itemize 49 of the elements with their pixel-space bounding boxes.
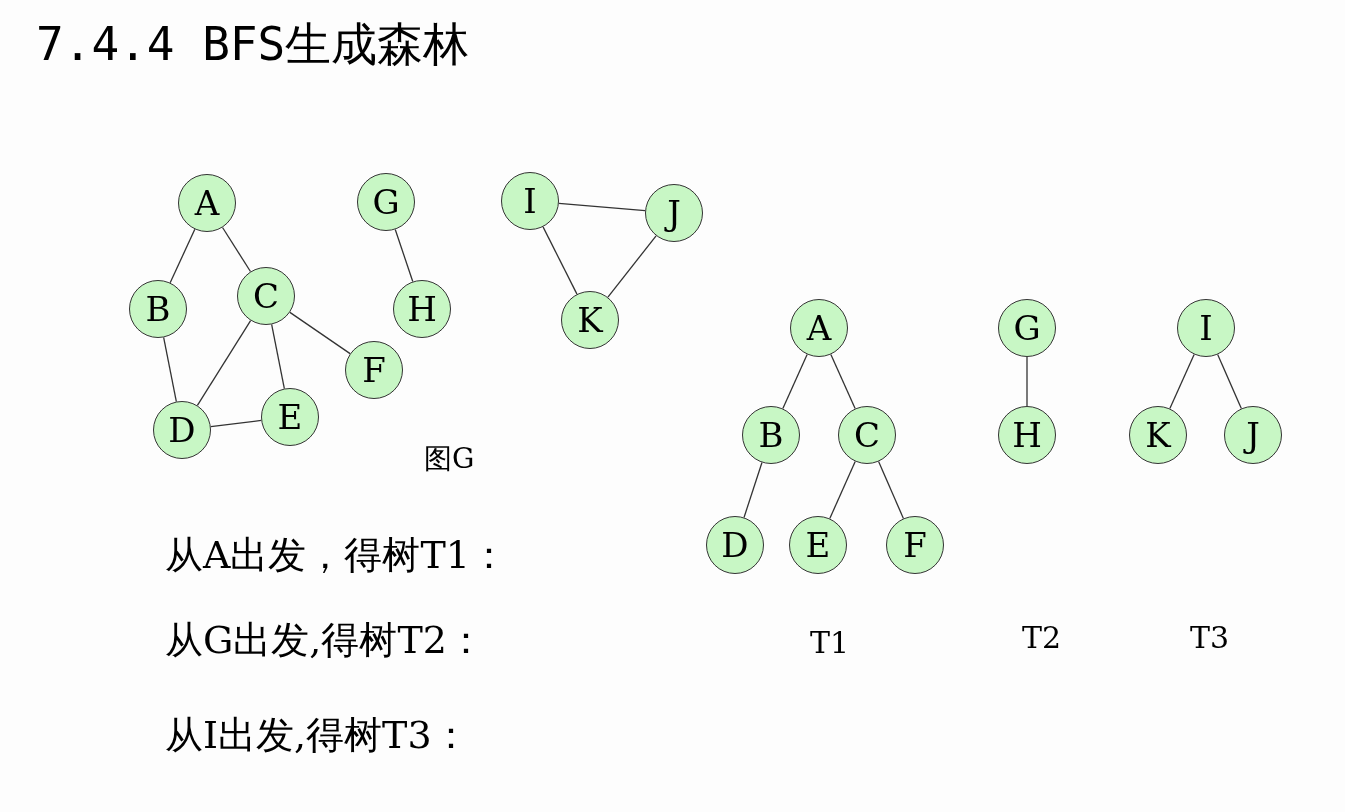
tree-label: T2 [1022, 620, 1062, 655]
vertex-circle: G [357, 173, 415, 231]
vertex-circle: C [237, 267, 295, 325]
slide-title: 7.4.4 BFS生成森林 [36, 16, 470, 73]
edge-line [394, 228, 414, 283]
figure-caption: 图G [424, 441, 475, 477]
edge-line [743, 461, 763, 519]
vertex-circle: K [1129, 406, 1187, 464]
edge-line [163, 336, 177, 403]
vertex-circle: A [790, 299, 848, 357]
edge-line [210, 419, 262, 428]
tree-label: T1 [810, 625, 850, 660]
tree-label: T3 [1190, 620, 1230, 655]
edge-line [196, 319, 252, 407]
vertex-circle: E [261, 388, 319, 446]
vertex-circle: D [706, 516, 764, 574]
vertex-circle: G [998, 299, 1056, 357]
vertex-circle: A [178, 174, 236, 232]
vertex-circle: C [838, 406, 896, 464]
vertex-circle: B [129, 280, 187, 338]
edge-line [830, 353, 856, 410]
vertex-circle: I [1177, 299, 1235, 357]
edge-line [782, 353, 808, 410]
edge-line [877, 460, 905, 520]
edge-line [221, 226, 252, 273]
edge-line [829, 460, 856, 520]
edge-line [607, 235, 657, 298]
edge-line [558, 202, 646, 212]
vertex-circle: J [1224, 406, 1282, 464]
edge-line [289, 311, 351, 355]
edge-line [169, 228, 196, 284]
edge-line [1169, 353, 1195, 410]
edge-line [1026, 356, 1028, 407]
vertex-circle: H [393, 280, 451, 338]
vertex-circle: E [789, 516, 847, 574]
edge-line [542, 226, 578, 295]
vertex-circle: D [153, 401, 211, 459]
edge-line [271, 323, 285, 390]
edge-line [1217, 353, 1242, 410]
vertex-circle: J [645, 184, 703, 242]
description-text: 从A出发，得树T1： [165, 532, 508, 579]
description-text: 从I出发,得树T3： [165, 712, 470, 759]
vertex-circle: I [501, 172, 559, 230]
vertex-circle: F [886, 516, 944, 574]
description-text: 从G出发,得树T2： [165, 617, 485, 664]
vertex-circle: H [998, 406, 1056, 464]
vertex-circle: F [345, 341, 403, 399]
vertex-circle: B [742, 406, 800, 464]
vertex-circle: K [561, 291, 619, 349]
